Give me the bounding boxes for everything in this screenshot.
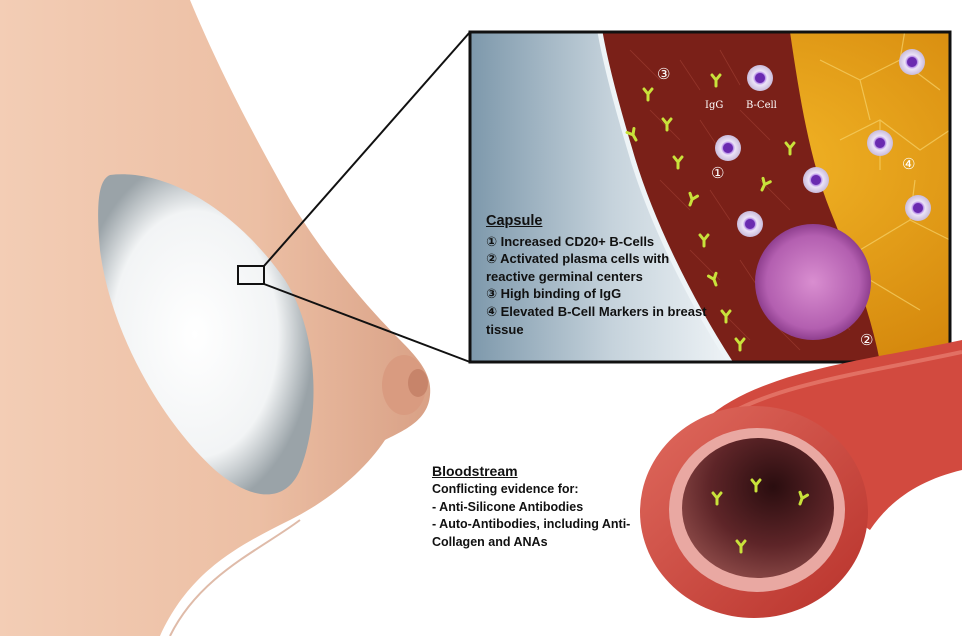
igg-label: IgG: [705, 100, 723, 111]
bloodstream-legend: Bloodstream Conflicting evidence for: - …: [432, 463, 652, 551]
marker-4: ④: [902, 155, 915, 173]
bcell-label: B-Cell: [746, 100, 777, 111]
capsule-item: ③ High binding of IgG: [486, 285, 721, 303]
bloodstream-title: Bloodstream: [432, 463, 652, 480]
capsule-item: ② Activated plasma cells with reactive g…: [486, 250, 721, 285]
capsule-legend: Capsule ① Increased CD20+ B-Cells ② Acti…: [486, 213, 721, 338]
bloodstream-line: - Auto-Antibodies, including Anti-Collag…: [432, 516, 652, 551]
marker-1: ①: [711, 164, 724, 182]
marker-2: ②: [860, 331, 873, 349]
capsule-item: ① Increased CD20+ B-Cells: [486, 233, 721, 251]
capsule-item: ④ Elevated B-Cell Markers in breast tiss…: [486, 303, 721, 338]
marker-3: ③: [657, 65, 670, 83]
capsule-title: Capsule: [486, 213, 721, 231]
bloodstream-line: Conflicting evidence for:: [432, 481, 652, 498]
callout-line-top: [264, 32, 470, 266]
bloodstream-line: - Anti-Silicone Antibodies: [432, 499, 652, 516]
germinal-center: [755, 224, 871, 340]
blood-vessel: [640, 340, 962, 618]
